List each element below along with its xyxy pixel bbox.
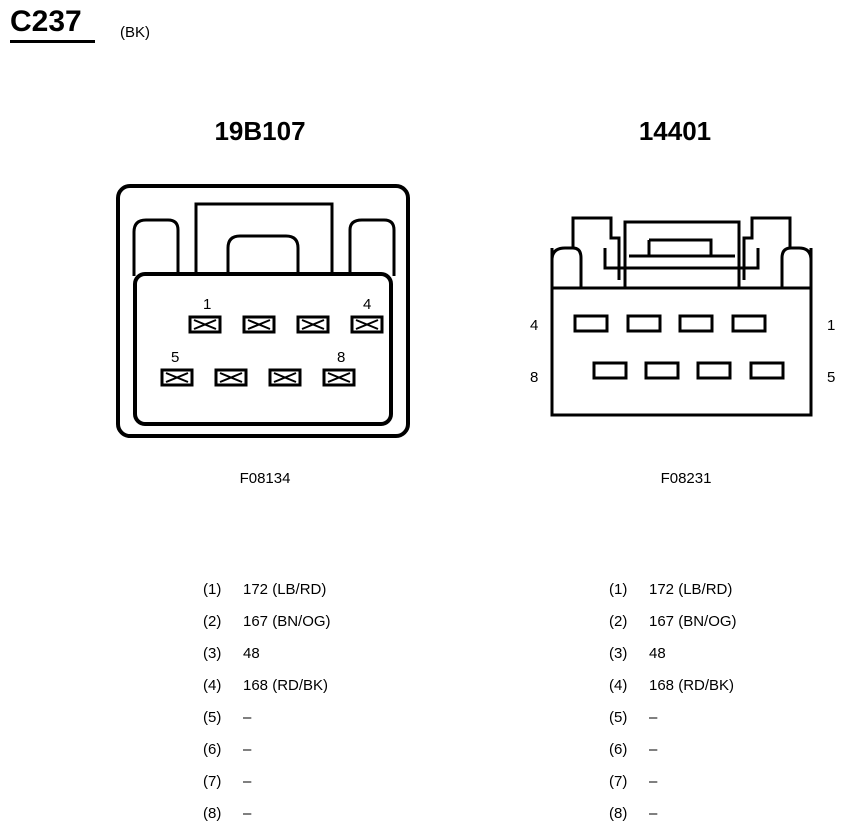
pin-number: (7)	[609, 773, 628, 790]
pin-number: (7)	[203, 773, 222, 790]
pin-wire: 168 (RD/BK)	[649, 677, 735, 694]
left-figure-id: F08134	[239, 470, 291, 487]
left-pin-cavities	[160, 315, 384, 387]
pin-row: (6) –	[609, 740, 737, 760]
pin-number: (2)	[203, 613, 222, 630]
pin-wire: 48	[649, 645, 666, 662]
pin-row: (3) 48	[203, 644, 331, 664]
pin-wire: –	[649, 741, 658, 758]
pin-wire: –	[649, 709, 658, 726]
pin-row: (6) –	[203, 740, 331, 760]
pin-row: (8) –	[609, 804, 737, 824]
pin-row: (4) 168 (RD/BK)	[609, 676, 737, 696]
left-connector-diagram: 1 4 5 8	[116, 184, 410, 438]
right-pin-label-4: 4	[530, 317, 538, 334]
pin-number: (1)	[609, 581, 628, 598]
connector-id: C237	[10, 4, 95, 43]
right-figure-id: F08231	[660, 470, 712, 487]
pin-number: (3)	[609, 645, 628, 662]
pin-number: (8)	[203, 805, 222, 822]
pin-number: (5)	[203, 709, 222, 726]
pin-row: (7) –	[609, 772, 737, 792]
left-pin-label-1: 1	[203, 296, 211, 313]
pin-wire: –	[243, 805, 252, 822]
pin-wire: 167 (BN/OG)	[649, 613, 737, 630]
pin-number: (2)	[609, 613, 628, 630]
right-pinout-table: (1) 172 (LB/RD) (2) 167 (BN/OG) (3) 48 (4) 1…	[609, 580, 737, 824]
pin-number: (3)	[203, 645, 222, 662]
pin-wire: –	[243, 773, 252, 790]
pin-row: (2) 167 (BN/OG)	[609, 612, 737, 632]
pin-row: (5) –	[609, 708, 737, 728]
pin-wire: 168 (RD/BK)	[243, 677, 329, 694]
pin-row: (3) 48	[609, 644, 737, 664]
left-part-number: 19B107	[214, 116, 306, 146]
right-pin-label-8: 8	[530, 369, 538, 386]
pin-row: (7) –	[203, 772, 331, 792]
pin-number: (6)	[203, 741, 222, 758]
pin-row: (8) –	[203, 804, 331, 824]
pin-row: (1) 172 (LB/RD)	[609, 580, 737, 600]
pin-wire: 172 (LB/RD)	[649, 581, 733, 598]
left-pin-label-4: 4	[363, 296, 371, 313]
left-pin-label-5: 5	[171, 349, 179, 366]
pin-wire: 167 (BN/OG)	[243, 613, 331, 630]
pin-wire: –	[243, 741, 252, 758]
pin-wire: –	[649, 773, 658, 790]
pin-wire: –	[649, 805, 658, 822]
pin-wire: –	[243, 709, 252, 726]
pin-row: (2) 167 (BN/OG)	[203, 612, 331, 632]
pin-number: (6)	[609, 741, 628, 758]
right-pin-label-1: 1	[827, 317, 835, 334]
pin-number: (8)	[609, 805, 628, 822]
color-code: (BK)	[120, 24, 150, 41]
pin-wire: 172 (LB/RD)	[243, 581, 327, 598]
left-pinout-table: (1) 172 (LB/RD) (2) 167 (BN/OG) (3) 48 (4) 1…	[203, 580, 331, 824]
right-part-number: 14401	[638, 116, 712, 146]
pin-number: (5)	[609, 709, 628, 726]
right-pin-cavities	[573, 314, 785, 380]
left-pin-label-8: 8	[337, 349, 345, 366]
pin-number: (4)	[203, 677, 222, 694]
pin-row: (1) 172 (LB/RD)	[203, 580, 331, 600]
pin-row: (5) –	[203, 708, 331, 728]
pin-number: (1)	[203, 581, 222, 598]
pin-row: (4) 168 (RD/BK)	[203, 676, 331, 696]
pin-number: (4)	[609, 677, 628, 694]
right-pin-label-5: 5	[827, 369, 835, 386]
pin-wire: 48	[243, 645, 260, 662]
right-connector-diagram: 4 1 8 5	[530, 216, 835, 417]
